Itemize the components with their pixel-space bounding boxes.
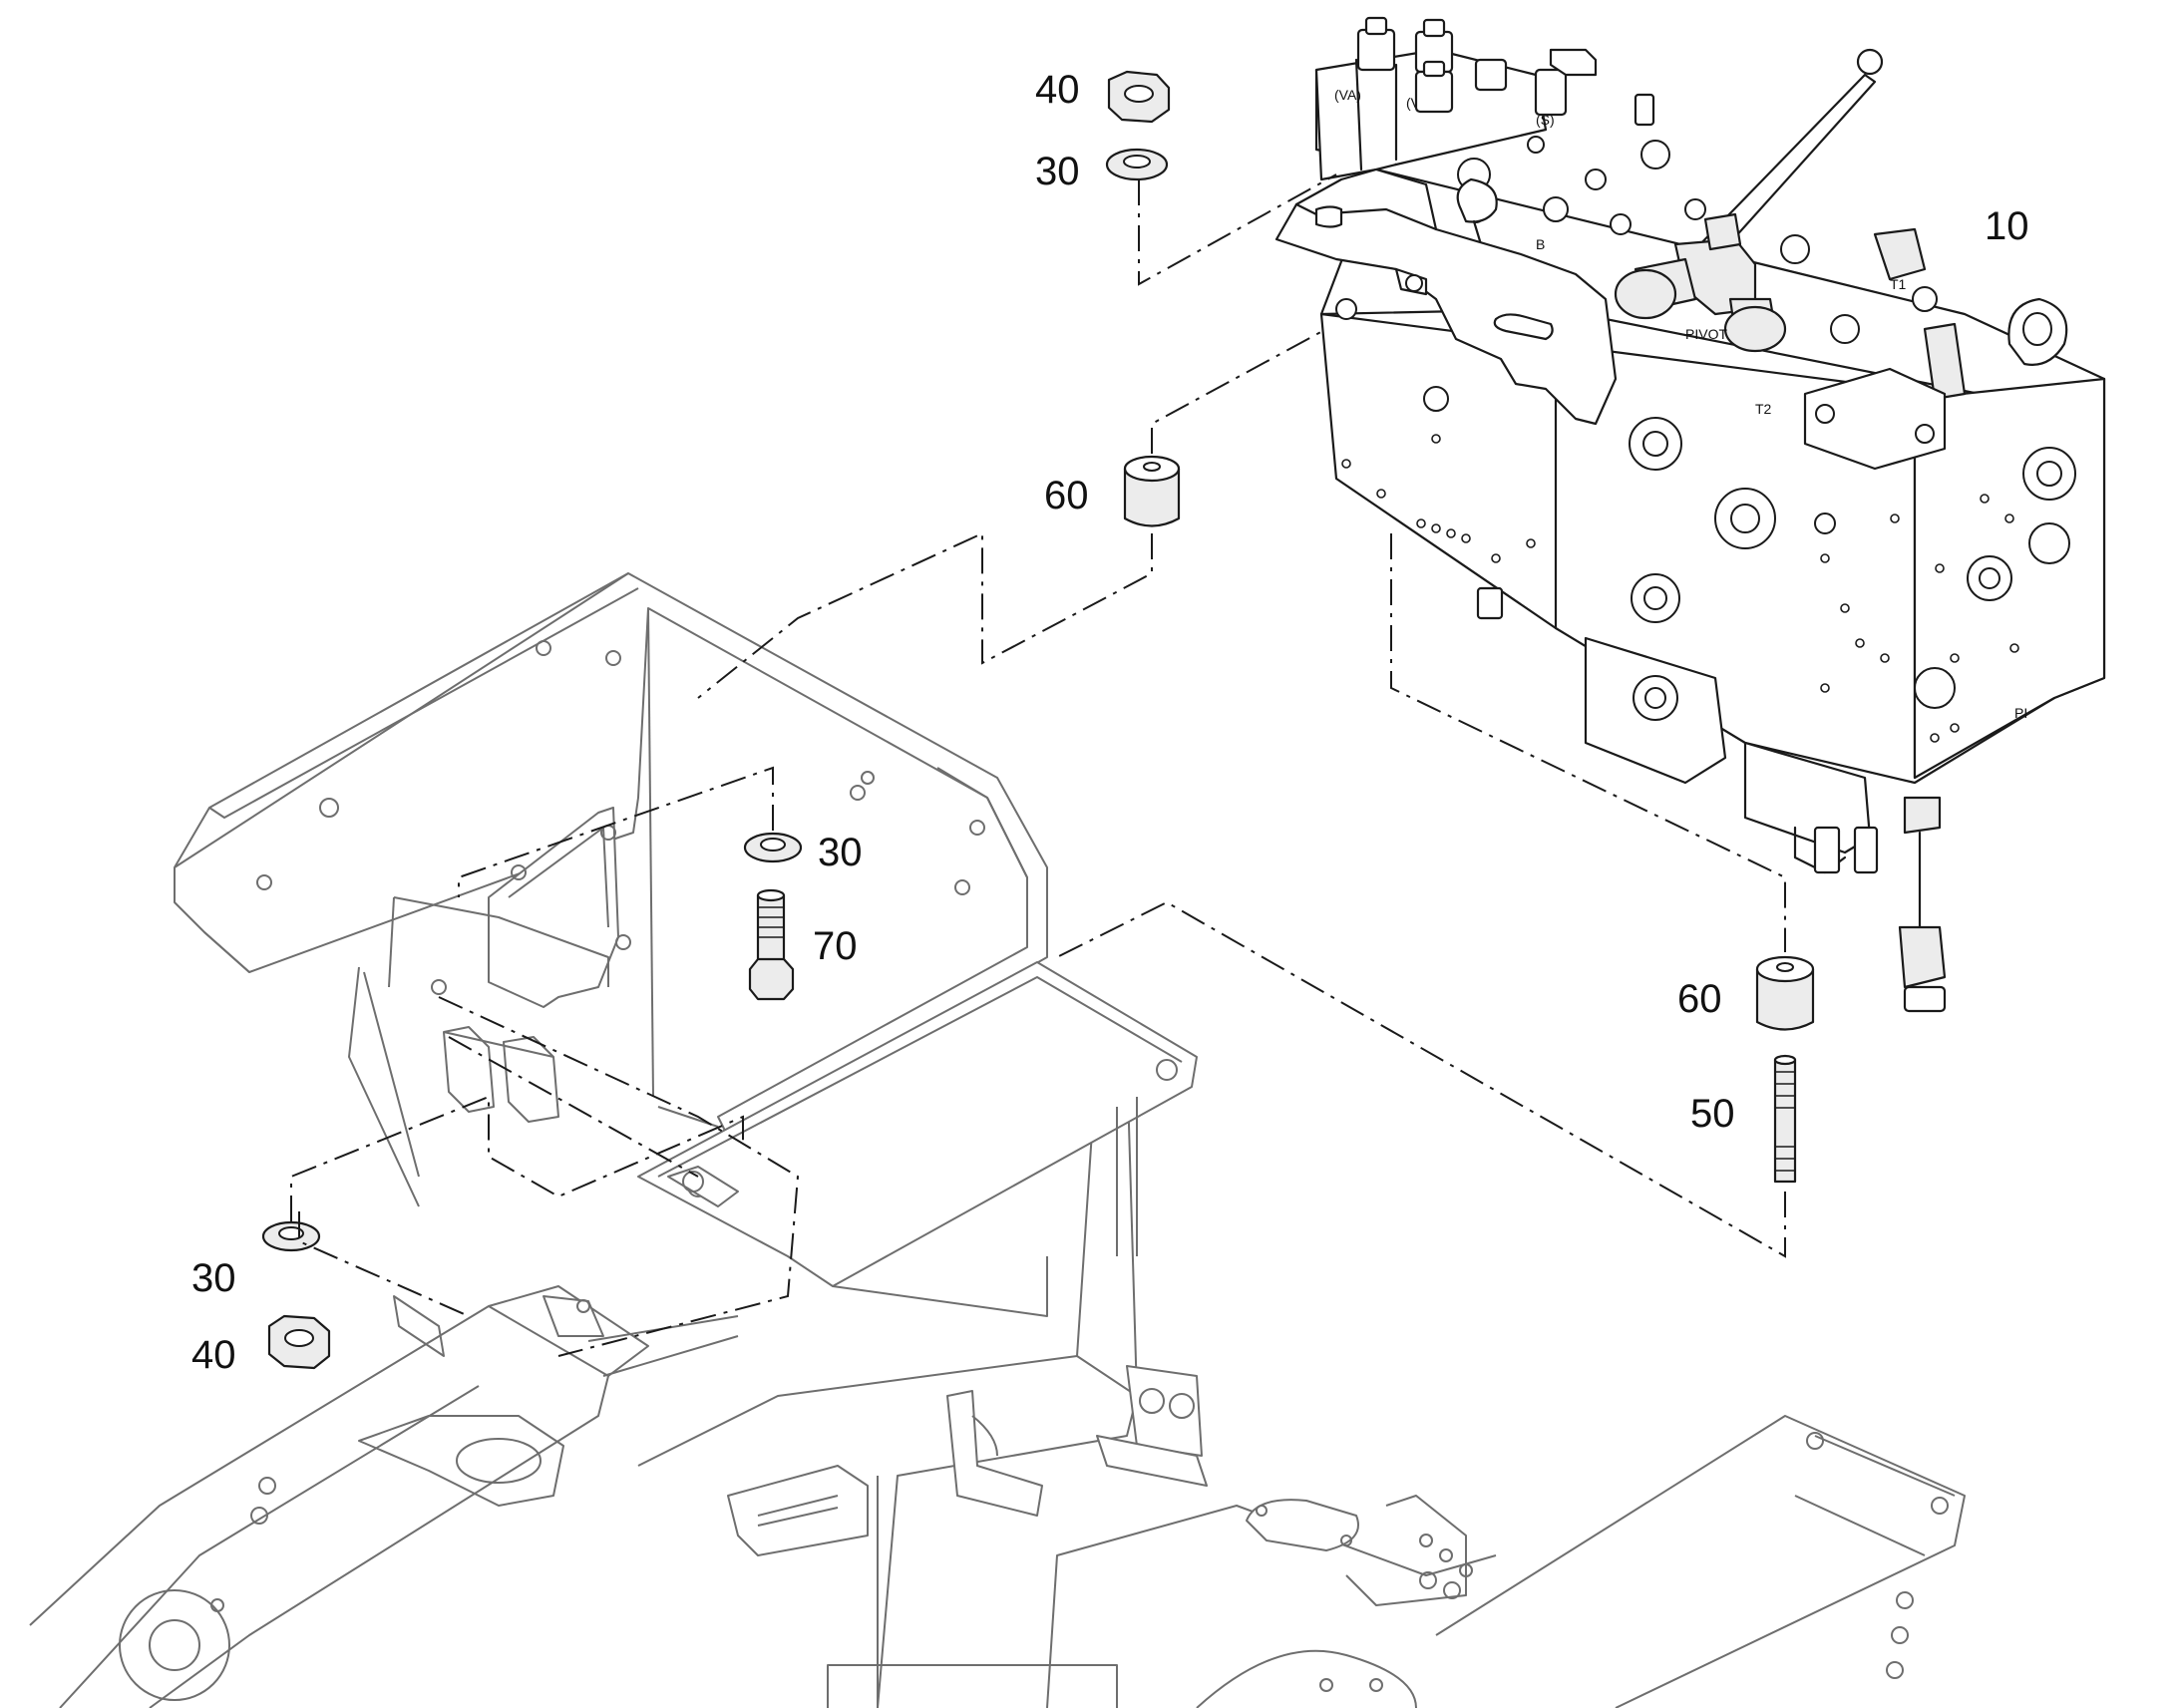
valve-block: (VA) (VB) (S): [1274, 16, 2106, 1013]
chassis-frame: [29, 1056, 1966, 1708]
top-fittings: [1356, 16, 1655, 127]
callout-60-lower: 60: [1677, 977, 1722, 1021]
port-label-t1: T1: [1890, 276, 1907, 292]
washer-30-top: [1105, 148, 1169, 181]
hex-nut-40-bottom: [267, 1314, 331, 1370]
hardware: [261, 70, 1815, 1370]
hex-nut-40-top: [1107, 70, 1171, 124]
washer-30-bottom: [261, 1220, 321, 1252]
washer-30-mid: [743, 832, 803, 863]
port-label-va: (VA): [1334, 87, 1361, 103]
port-label-pi: PI: [2014, 705, 2027, 721]
callout-10: 10: [1985, 204, 2029, 248]
callout-40-bottom: 40: [191, 1333, 236, 1377]
mounting-bracket: [174, 572, 1198, 1377]
callouts: 40 30 10 60 30 70 60 50 30 40: [191, 68, 2029, 1377]
port-label-b: B: [1536, 236, 1545, 252]
stud-50: [1773, 1054, 1797, 1184]
callout-70: 70: [813, 924, 858, 968]
callout-30-mid: 30: [818, 831, 863, 874]
callout-30-top: 30: [1035, 150, 1080, 193]
callout-30-bottom: 30: [191, 1256, 236, 1300]
callout-40-top: 40: [1035, 68, 1080, 112]
spacer-60-lower: [1755, 955, 1815, 1031]
bolt-70: [748, 888, 795, 1001]
alignment-lines: [290, 173, 1786, 1357]
port-label-t2: T2: [1755, 401, 1772, 417]
port-label-pivot: PIVOT: [1685, 326, 1727, 342]
callout-50: 50: [1690, 1092, 1735, 1136]
spacer-60-upper: [1123, 455, 1181, 527]
callout-60-upper: 60: [1044, 474, 1089, 517]
block-dots: [1341, 434, 2019, 743]
